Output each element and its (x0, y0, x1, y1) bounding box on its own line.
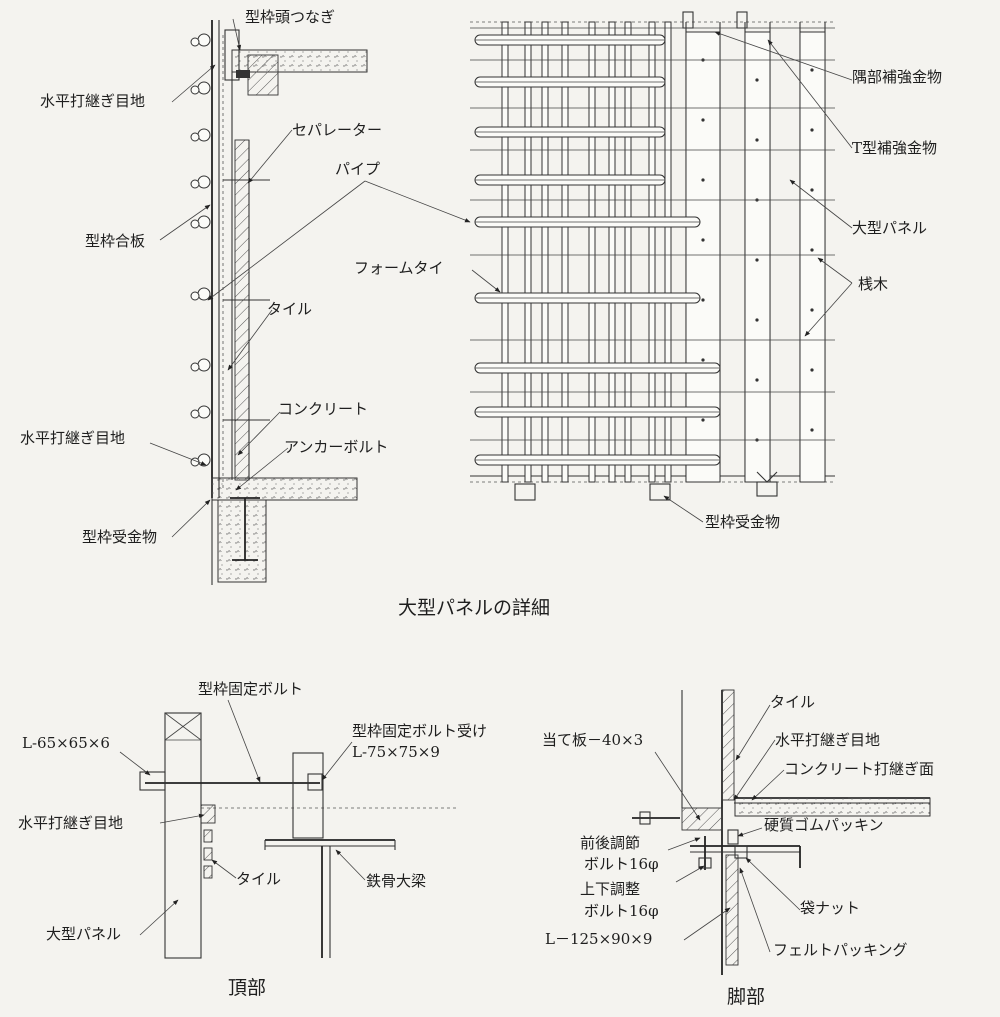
pipe-section (190, 409, 200, 419)
stud (588, 21, 596, 483)
top-leader-lines (119, 699, 366, 936)
pipe-section (190, 179, 200, 189)
label-form-tie: フォームタイ (354, 259, 444, 277)
bolt-hole (701, 298, 705, 302)
pipe-section (190, 37, 200, 47)
bolt-hole (755, 138, 759, 142)
pipe-section (190, 362, 200, 372)
label-t-gata: T型補強金物 (852, 139, 937, 157)
pipe-section (197, 405, 211, 419)
label-top-fix-bolt: 型枠固定ボルト (198, 680, 303, 698)
bolt-hole (810, 188, 814, 192)
leader-lines (149, 18, 853, 538)
bolt-hole (810, 248, 814, 252)
pipe-section (190, 132, 200, 142)
batten (799, 31, 826, 483)
label-foot-zengo-2: ボルト16φ (584, 855, 659, 873)
label-oogata-panel: 大型パネル (852, 219, 927, 237)
left-section-drawing (190, 20, 368, 585)
label-katawaku-goban: 型枠合板 (85, 232, 145, 250)
label-top-fix-bolt-seat-size: L-75×75×9 (352, 743, 440, 761)
label-katawaku-atama: 型枠頭つなぎ (245, 8, 335, 26)
label-foot-concrete-joint: コンクリート打継ぎ面 (784, 760, 934, 778)
bolt-hole (810, 308, 814, 312)
label-foot-angle: L－125×90×9 (545, 930, 652, 948)
bolt-hole (810, 368, 814, 372)
stud (561, 21, 569, 483)
stud (501, 21, 509, 483)
label-suihei-upper: 水平打継ぎ目地 (40, 92, 145, 110)
form-support-bracket (649, 483, 671, 501)
label-foot-zengo-1: 前後調節 (580, 834, 640, 852)
left-pipe-clamps (190, 33, 211, 467)
label-top-tile: タイル (236, 870, 281, 888)
label-tile: タイル (267, 300, 312, 318)
bolt-hole (701, 418, 705, 422)
label-foot-atebita: 当て板－40×3 (542, 731, 643, 749)
bolt-hole (755, 378, 759, 382)
label-top-angle: L-65×65×6 (22, 734, 110, 752)
bolt-hole (701, 178, 705, 182)
pipe-section (190, 85, 200, 95)
caption-main-detail: 大型パネルの詳細 (398, 597, 550, 619)
label-katawaku-uke-right: 型枠受金物 (705, 513, 780, 531)
pipe-section (197, 81, 211, 95)
stud (624, 21, 632, 483)
stud (541, 21, 549, 483)
pipe-section (197, 33, 211, 47)
post-cap (682, 11, 694, 29)
label-foot-joge-1: 上下調整 (580, 880, 640, 898)
bolt-hole (755, 78, 759, 82)
t-reinforcement (744, 31, 771, 483)
caption-top-detail: 頂部 (228, 977, 266, 999)
bolt-hole (701, 238, 705, 242)
stud (648, 21, 656, 483)
label-separator: セパレーター (292, 121, 382, 139)
caption-foot-detail: 脚部 (727, 986, 765, 1008)
label-anchor-bolt: アンカーボルト (284, 438, 388, 456)
form-support-bracket (514, 483, 536, 501)
label-katawaku-uke-left: 型枠受金物 (82, 528, 157, 546)
pipe-section (197, 287, 211, 301)
label-suihei-lower: 水平打継ぎ目地 (20, 429, 125, 447)
pipe-section (190, 219, 200, 229)
panel-elevation-drawing (470, 11, 835, 501)
label-top-fix-bolt-seat: 型枠固定ボルト受け (352, 722, 487, 740)
label-foot-tile: タイル (770, 693, 815, 711)
top-detail-drawing (139, 712, 458, 959)
bolt-hole (810, 128, 814, 132)
label-concrete: コンクリート (278, 400, 368, 418)
label-foot-fukuro-nut: 袋ナット (800, 899, 860, 917)
label-sanki: 桟木 (858, 275, 888, 293)
pipe-section (197, 358, 211, 372)
pipe-section (190, 291, 200, 301)
bolt-hole (701, 358, 705, 362)
label-foot-rubber: 硬質ゴムパッキン (764, 816, 884, 834)
stud (524, 21, 532, 483)
pipe-section (197, 175, 211, 189)
bolt-hole (810, 428, 814, 432)
stud (608, 21, 616, 483)
label-pipe: パイプ (335, 160, 380, 178)
label-sumibu: 隅部補強金物 (852, 68, 942, 86)
bolt-hole (810, 68, 814, 72)
bolt-hole (755, 318, 759, 322)
pipe-section (197, 128, 211, 142)
label-top-beam: 鉄骨大梁 (366, 872, 426, 890)
label-foot-joge-2: ボルト16φ (584, 902, 659, 920)
pipe-section (197, 215, 211, 229)
foot-leader-lines (654, 704, 870, 953)
bolt-hole (755, 258, 759, 262)
bolt-hole (701, 118, 705, 122)
stud (664, 21, 672, 483)
label-foot-suihei: 水平打継ぎ目地 (775, 731, 880, 749)
label-foot-felt: フェルトパッキング (773, 941, 908, 959)
bottom-t-bracket (756, 481, 778, 497)
label-top-suihei: 水平打継ぎ目地 (18, 814, 123, 832)
label-top-panel: 大型パネル (46, 925, 121, 943)
